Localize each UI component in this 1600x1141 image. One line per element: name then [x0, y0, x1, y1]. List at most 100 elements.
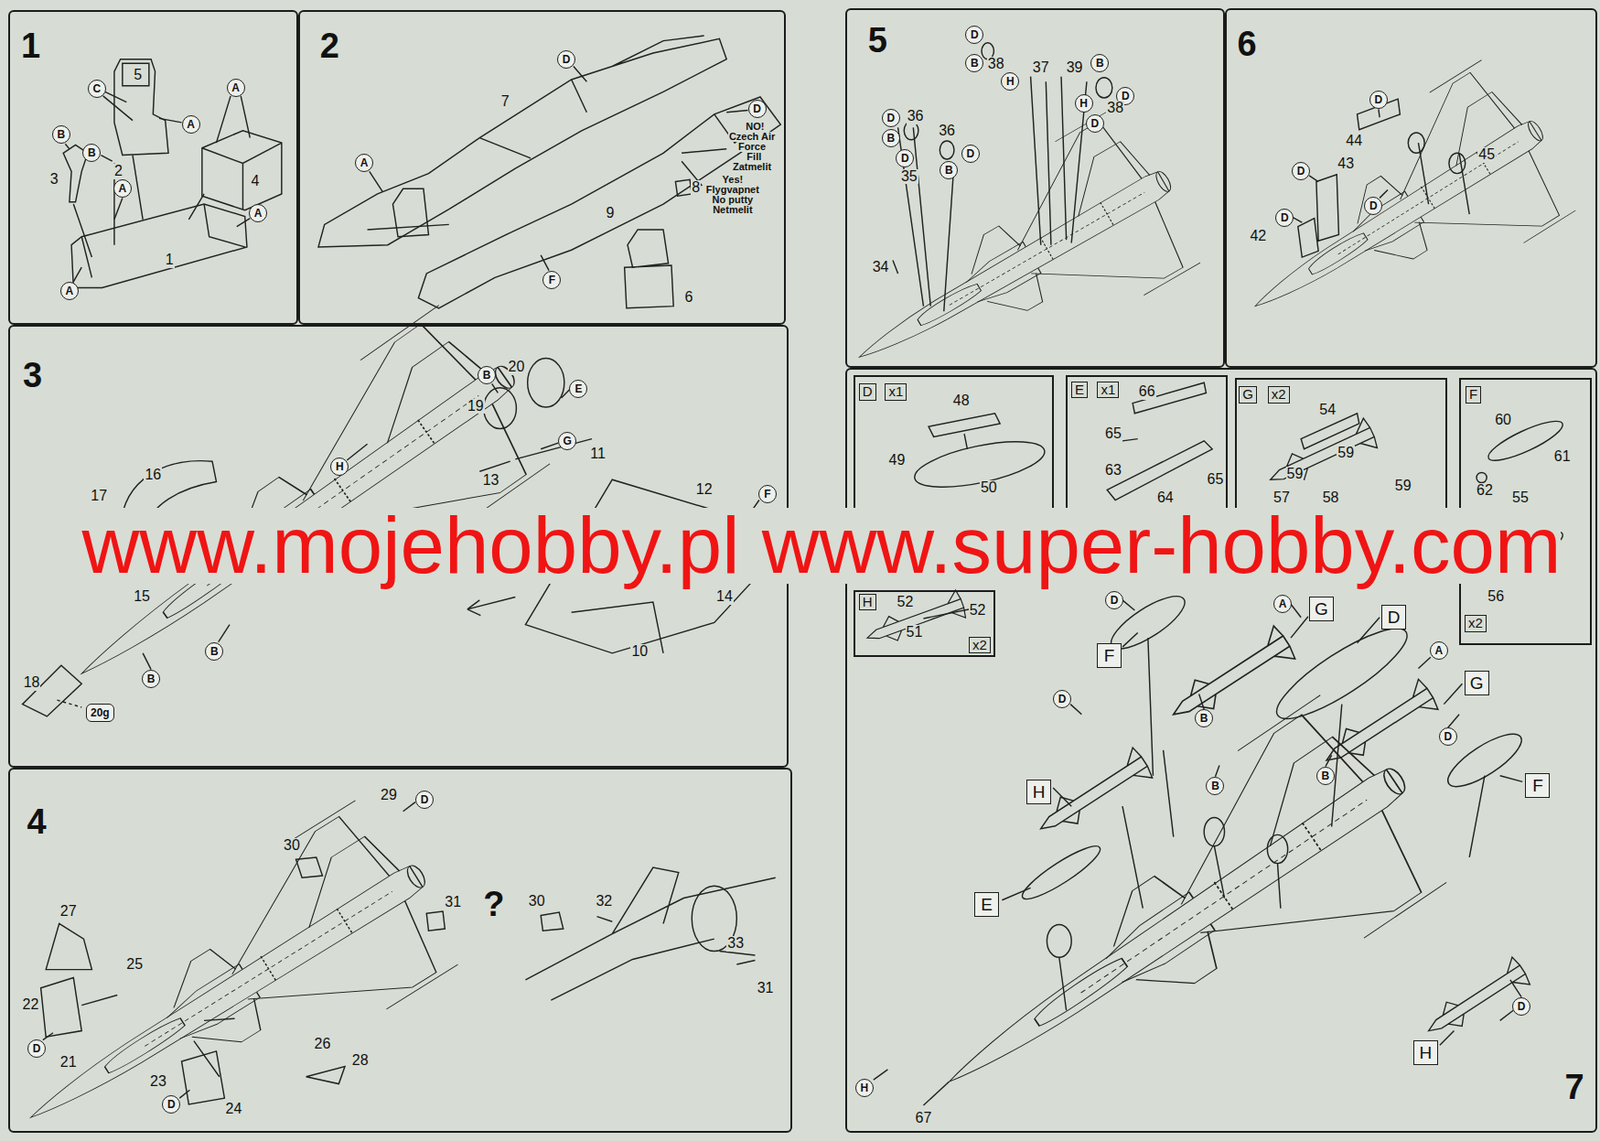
- note-text: Force: [737, 141, 767, 153]
- callout-number: 22: [21, 997, 41, 1013]
- callout-number: 24: [225, 1101, 244, 1117]
- callout-number: 32: [594, 893, 613, 910]
- glue-letter: B: [57, 128, 66, 140]
- glue-letter: A: [1278, 598, 1288, 610]
- glue-letter: D: [1091, 118, 1100, 129]
- watermark: www.mojehobby.pl www.super-hobby.com: [81, 507, 1561, 584]
- letter-circle: G: [558, 431, 577, 451]
- step-panel: 6DDDD: [1224, 8, 1598, 368]
- letter-circle: D: [557, 50, 576, 69]
- callout-number: 13: [482, 472, 501, 489]
- callout-number: ?: [482, 886, 505, 924]
- letter-circle: A: [1429, 641, 1449, 660]
- inset-tag: x1: [884, 383, 907, 401]
- glue-letter: B: [483, 369, 492, 381]
- glue-letter: D: [886, 112, 895, 124]
- letter-circle: H: [855, 1078, 874, 1097]
- glue-letter: A: [231, 82, 240, 94]
- glue-letter: A: [65, 285, 75, 297]
- letter-circle: D: [881, 108, 901, 128]
- callout-number: 65: [1206, 472, 1225, 488]
- note-text: Flygvapnet: [705, 184, 761, 196]
- callout-number: 66: [1138, 384, 1157, 400]
- glue-letter: D: [1517, 1000, 1526, 1012]
- callout-number: 59: [1336, 445, 1355, 462]
- letter-circle: D: [1369, 90, 1388, 109]
- callout-number: 61: [1553, 449, 1572, 465]
- letter-circle: D: [748, 99, 767, 119]
- letter-circle: B: [204, 642, 224, 661]
- glue-letter: D: [1280, 212, 1289, 224]
- step-number: 2: [320, 27, 340, 66]
- callout-number: 52: [968, 602, 988, 619]
- glue-letter: H: [1079, 97, 1088, 109]
- glue-letter: A: [118, 182, 128, 194]
- glue-letter: F: [763, 488, 771, 500]
- letter-circle: B: [1090, 53, 1109, 73]
- letter-circle: D: [1363, 196, 1383, 215]
- letter-circle: A: [354, 153, 374, 172]
- callout-number: 45: [1477, 147, 1496, 163]
- callout-number: 30: [282, 837, 301, 854]
- glue-letter: D: [32, 1042, 42, 1054]
- letter-circle: B: [1194, 708, 1214, 728]
- inset-tag: E: [1071, 381, 1088, 399]
- note-text: Netmelit: [711, 204, 753, 216]
- callout-number: 5: [132, 67, 143, 84]
- inset-box: Hx2: [853, 590, 996, 658]
- callout-number: 11: [589, 446, 607, 462]
- callout-number: 62: [1475, 483, 1494, 499]
- step-panel: 4DDD: [8, 767, 793, 1133]
- glue-letter: D: [562, 53, 571, 65]
- letter-circle: B: [1316, 766, 1335, 785]
- glue-letter: B: [1321, 770, 1331, 782]
- glue-letter: G: [563, 435, 572, 447]
- callout-number: 50: [979, 480, 999, 496]
- glue-letter: B: [970, 57, 979, 69]
- glue-letter: D: [420, 794, 430, 806]
- letter-box: G: [1464, 670, 1490, 696]
- glue-letter: H: [1006, 75, 1015, 87]
- letter-circle: A: [182, 115, 201, 134]
- callout-number: 30: [527, 893, 547, 910]
- step-number: 1: [21, 27, 41, 66]
- note-text: No putty: [711, 194, 755, 206]
- glue-letter: B: [147, 673, 156, 685]
- step-panel: 1CABBAAAA: [8, 10, 299, 325]
- glue-letter: D: [1058, 693, 1067, 705]
- step-number: 5: [868, 21, 888, 61]
- store-letter: F: [1104, 646, 1116, 665]
- inset-tag: x2: [1267, 386, 1290, 404]
- callout-number: 33: [726, 935, 745, 952]
- note-text: Czech Air: [728, 131, 776, 143]
- letter-circle: D: [1438, 727, 1458, 746]
- letter-circle: B: [52, 125, 71, 144]
- callout-number: 37: [1031, 60, 1051, 76]
- callout-number: 10: [630, 644, 649, 660]
- glue-letter: D: [167, 1098, 176, 1110]
- callout-number: 16: [143, 467, 162, 484]
- callout-number: 7: [500, 94, 511, 110]
- glue-letter: B: [1200, 712, 1209, 724]
- glue-letter: B: [886, 132, 895, 144]
- letter-circle: D: [1512, 997, 1531, 1016]
- glue-letter: C: [93, 83, 102, 95]
- callout-number: 43: [1336, 156, 1355, 172]
- letter-box: D: [1381, 604, 1407, 630]
- glue-letter: A: [254, 207, 263, 219]
- callout-number: 52: [895, 594, 914, 611]
- callout-number: 60: [1493, 412, 1513, 429]
- callout-number: 49: [888, 452, 907, 469]
- letter-circle: D: [1105, 590, 1124, 610]
- inset-tag: G: [1238, 386, 1257, 404]
- callout-number: 57: [1272, 490, 1291, 506]
- callout-number: 28: [351, 1052, 370, 1069]
- letter-circle: B: [881, 128, 901, 148]
- glue-letter: D: [1369, 200, 1378, 212]
- callout-number: 21: [59, 1054, 78, 1071]
- step-number: 3: [22, 356, 43, 396]
- letter-circle: D: [1275, 208, 1294, 227]
- letter-circle: B: [1205, 776, 1225, 795]
- callout-number: 14: [715, 589, 734, 605]
- callout-number: 56: [1486, 589, 1505, 605]
